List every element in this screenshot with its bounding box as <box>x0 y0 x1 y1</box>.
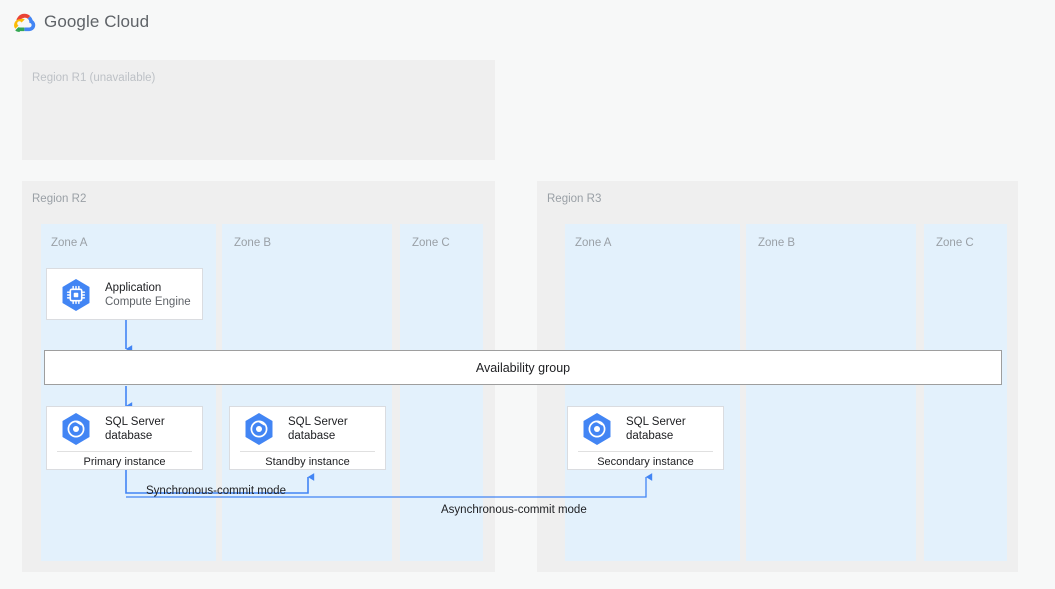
card-standby-db-divider <box>240 451 375 452</box>
card-application[interactable]: Application Compute Engine <box>46 268 203 320</box>
card-primary-db-divider <box>57 451 192 452</box>
card-primary-db[interactable]: SQL Server database Primary instance <box>46 406 203 470</box>
page-header: Google Cloud <box>0 0 1055 46</box>
product-name: Google Cloud <box>44 12 150 31</box>
card-application-title: Application <box>105 281 162 294</box>
card-secondary-db-title: SQL Server database <box>626 415 686 442</box>
card-primary-db-footer: Primary instance <box>83 456 166 468</box>
card-secondary-db-footer: Secondary instance <box>597 456 694 468</box>
region-r1-label: Region R1 (unavailable) <box>32 72 156 84</box>
sql-server-database-icon <box>245 413 273 445</box>
zone-r3-zone-c: Zone C <box>924 224 1007 561</box>
zone-r2-zone-c-label: Zone C <box>412 237 450 249</box>
availability-group-label: Availability group <box>475 360 571 375</box>
zone-r3-zone-a-label: Zone A <box>575 237 612 249</box>
zone-r3-zone-b: Zone B <box>746 224 916 561</box>
zone-r2-zone-a-label: Zone A <box>51 237 88 249</box>
region-r3-label: Region R3 <box>547 193 602 205</box>
availability-group-bar: Availability group <box>44 350 1002 385</box>
card-standby-db-footer: Standby instance <box>265 456 350 468</box>
card-standby-db[interactable]: SQL Server database Standby instance <box>229 406 386 470</box>
card-secondary-db[interactable]: SQL Server database Secondary instance <box>567 406 724 470</box>
zone-r3-zone-a: Zone A <box>565 224 740 561</box>
card-primary-db-title: SQL Server database <box>105 415 165 442</box>
google-cloud-logo-icon <box>14 13 36 33</box>
card-standby-db-title: SQL Server database <box>288 415 348 442</box>
zone-r3-zone-c-label: Zone C <box>936 237 974 249</box>
zone-r2-zone-c: Zone C <box>400 224 483 561</box>
zone-r2-zone-b-label: Zone B <box>234 237 272 249</box>
region-r2-label: Region R2 <box>32 193 87 205</box>
region-r1: Region R1 (unavailable) <box>22 60 495 160</box>
compute-engine-icon <box>62 279 90 311</box>
sql-server-database-icon <box>62 413 90 445</box>
zone-r3-zone-b-label: Zone B <box>758 237 796 249</box>
card-application-subtitle: Compute Engine <box>105 296 191 308</box>
zone-r2-zone-b: Zone B <box>222 224 392 561</box>
card-secondary-db-divider <box>578 451 713 452</box>
sync-commit-label: Synchronous-commit mode <box>146 485 286 497</box>
async-commit-label: Asynchronous-commit mode <box>441 504 587 516</box>
sql-server-database-icon <box>583 413 611 445</box>
